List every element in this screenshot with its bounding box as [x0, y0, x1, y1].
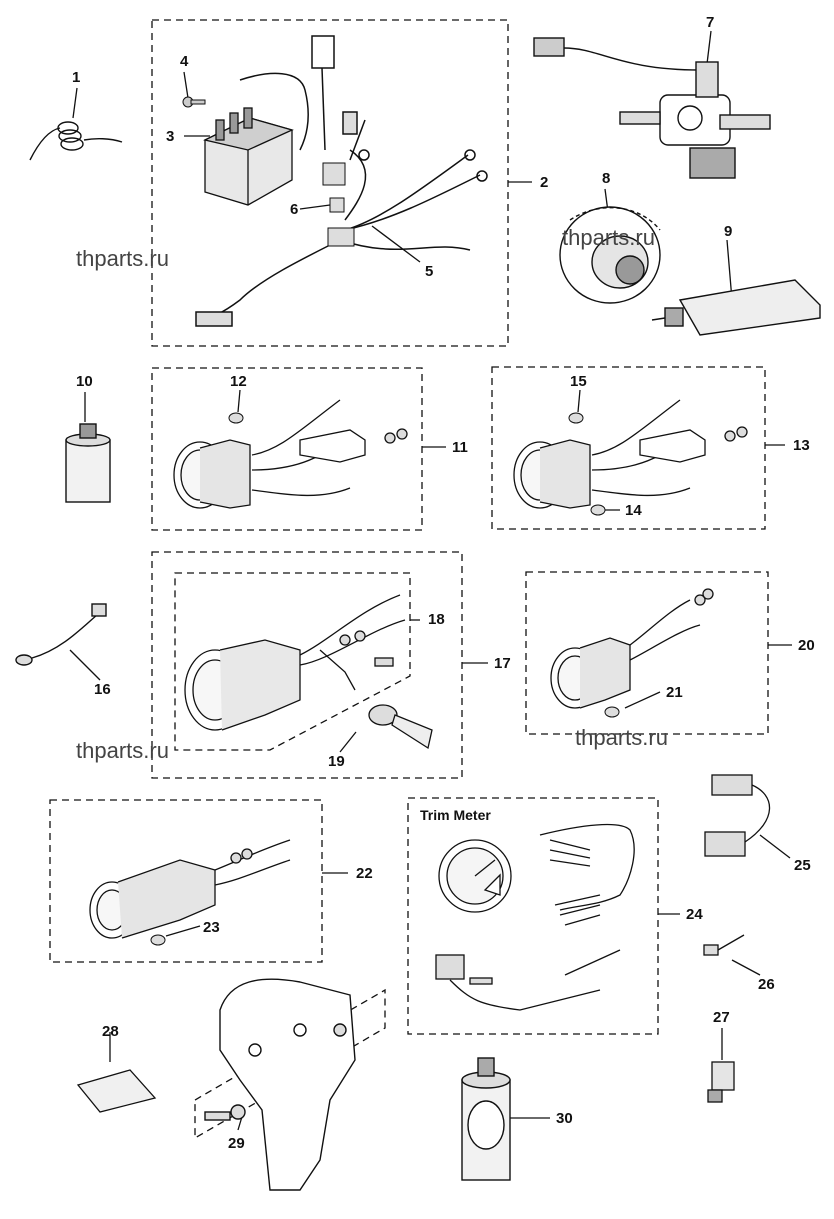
callout-21: 21: [666, 684, 683, 701]
callout-15: 15: [570, 373, 587, 390]
watermark-4: thparts.ru: [575, 725, 668, 750]
callout-7: 7: [706, 14, 715, 31]
part-22-gauge: [89, 839, 291, 939]
group-box-24: [407, 797, 659, 1035]
callout-24: 24: [686, 906, 703, 923]
callout-18: 18: [428, 611, 445, 628]
group-box-18: [174, 572, 411, 751]
part-26-wire: [703, 934, 745, 956]
callout-9: 9: [724, 223, 733, 240]
callout-17: 17: [494, 655, 511, 672]
callout-26: 26: [758, 976, 775, 993]
part-7-key-switch: [533, 37, 771, 179]
part-17-gauge: [184, 594, 406, 731]
part-6-connector: [322, 162, 355, 247]
group-box-11: [151, 367, 423, 531]
part-15-bulb: [568, 412, 584, 424]
callout-8: 8: [602, 170, 611, 187]
part-29-bracket: [204, 978, 356, 1191]
callout-5: 5: [425, 263, 434, 280]
part-3-rectifier: [203, 107, 294, 206]
callout-4: 4: [180, 53, 189, 70]
callout-27: 27: [713, 1009, 730, 1026]
group-box-2: [151, 19, 509, 347]
callout-14: 14: [625, 502, 642, 519]
part-14-bulb: [590, 504, 606, 516]
watermark-1: thparts.ru: [76, 246, 169, 271]
group-box-13: [491, 366, 766, 530]
callout-25: 25: [794, 857, 811, 874]
part-1-spring: [29, 121, 123, 161]
group-box-22: [49, 799, 323, 963]
callout-1: 1: [72, 69, 81, 86]
callout-12: 12: [230, 373, 247, 390]
part-10-can: [65, 423, 111, 503]
part-4-bolt: [182, 96, 206, 108]
callout-20: 20: [798, 637, 815, 654]
part-25-harness: [704, 774, 771, 857]
part-28-pad: [76, 1069, 157, 1113]
part-13-gauge: [513, 399, 748, 509]
part-9-tube: [651, 279, 821, 336]
callout-13: 13: [793, 437, 810, 454]
callout-10: 10: [76, 373, 93, 390]
callout-30: 30: [556, 1110, 573, 1127]
part-11-gauge: [173, 399, 408, 509]
part-12-bulb: [228, 412, 244, 424]
callout-19: 19: [328, 753, 345, 770]
callout-16: 16: [94, 681, 111, 698]
callout-22: 22: [356, 865, 373, 882]
watermark-2: thparts.ru: [562, 225, 655, 250]
group-box-20: [525, 571, 769, 735]
part-24-trim-meter: [435, 823, 635, 1011]
part-16-wire: [15, 603, 107, 666]
callout-6: 6: [290, 201, 299, 218]
watermark-3: thparts.ru: [76, 738, 169, 763]
part-21-bulb: [604, 706, 620, 718]
callout-23: 23: [203, 919, 220, 936]
part-30-bottle: [461, 1057, 511, 1181]
callout-2: 2: [540, 174, 549, 191]
part-20-gauge: [550, 588, 714, 709]
part-19-cap: [368, 704, 433, 750]
group-box-17: [151, 551, 463, 779]
callout-28: 28: [102, 1023, 119, 1040]
part-8-bezel: [559, 206, 661, 304]
part-23-bulb: [150, 934, 166, 946]
callout-3: 3: [166, 128, 175, 145]
callout-11: 11: [452, 439, 468, 456]
callout-29: 29: [228, 1135, 245, 1152]
part-5-harness: [195, 35, 488, 327]
trim-meter-title: Trim Meter: [420, 807, 491, 823]
part-27-plug: [707, 1061, 735, 1103]
